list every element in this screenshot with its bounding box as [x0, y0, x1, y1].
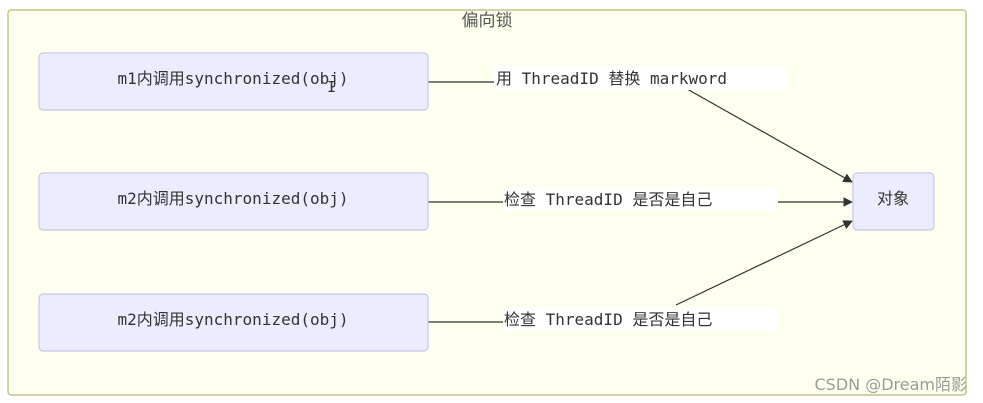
- node-label-m2b: m2内调用synchronized(obj): [117, 310, 348, 329]
- edges-layer: 用 ThreadID 替换 markword 检查 ThreadID 是否是自己…: [428, 66, 853, 331]
- edge-m1-to-object: 用 ThreadID 替换 markword: [428, 66, 853, 183]
- node-label-m2a: m2内调用synchronized(obj): [117, 189, 348, 208]
- cluster-title: 偏向锁: [462, 11, 513, 31]
- node-m2b: m2内调用synchronized(obj): [38, 293, 429, 352]
- node-m1: m1内调用synchronized(obj): [38, 52, 429, 111]
- edge-label-bg: [494, 66, 786, 90]
- edge-label-m1: 用 ThreadID 替换 markword: [496, 69, 727, 88]
- edge-label-bg: [503, 187, 778, 211]
- edge-label-m2a: 检查 ThreadID 是否是自己: [504, 190, 712, 209]
- watermark: CSDN @Dream陌影: [815, 375, 968, 394]
- node-object: 对象: [852, 172, 935, 231]
- node-label-object: 对象: [877, 189, 909, 208]
- edge-label-m2b: 检查 ThreadID 是否是自己: [504, 310, 712, 329]
- edge-m2a-to-object: 检查 ThreadID 是否是自己: [428, 187, 853, 211]
- edge-label-bg: [503, 307, 778, 331]
- node-label-m1: m1内调用synchronized(obj): [117, 69, 348, 88]
- edge-m2b-to-object: 检查 ThreadID 是否是自己: [428, 220, 853, 331]
- text-cursor-icon: I: [327, 78, 336, 96]
- node-m2a: m2内调用synchronized(obj): [38, 172, 429, 231]
